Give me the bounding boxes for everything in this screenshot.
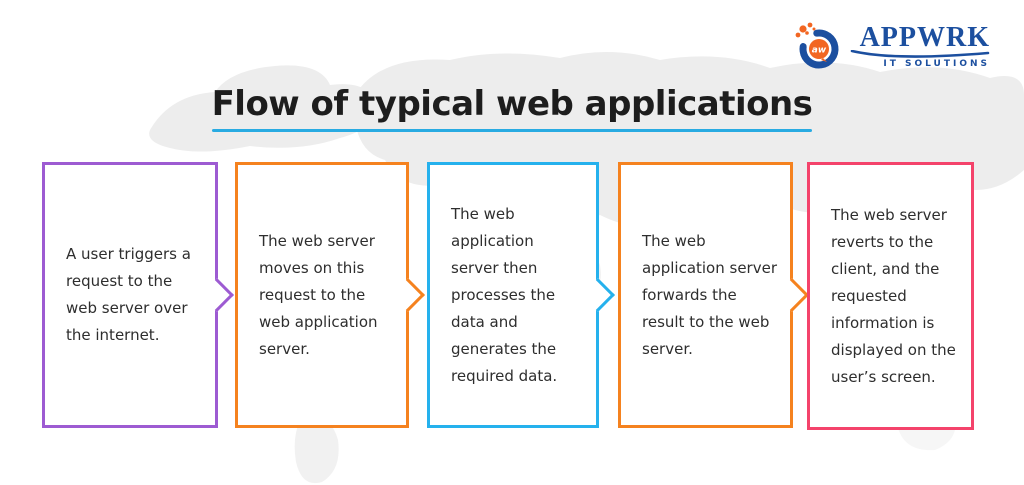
flow-step-2-text: The web server moves on this request to … xyxy=(259,231,378,358)
logo-monogram: aw xyxy=(812,46,827,56)
appwrk-logo-icon: aw xyxy=(795,22,839,69)
appwrk-logo: aw APPWRK IT SOLUTIONS xyxy=(793,20,990,72)
page-title: Flow of typical web applications xyxy=(211,84,813,124)
flow-step-2: The web server moves on this request to … xyxy=(224,162,425,477)
flow-step-1-text: A user triggers a request to the web ser… xyxy=(66,245,191,344)
flow-step-3-text: The web application server then processe… xyxy=(451,204,558,385)
flow-step-3: The web application server then processe… xyxy=(416,162,615,477)
logo-brand-text: APPWRK xyxy=(859,21,990,53)
flow-step-5-text: The web server reverts to the client, an… xyxy=(831,205,956,386)
title-underline xyxy=(211,129,813,132)
flow-step-4-text: The web application server forwards the … xyxy=(642,231,777,358)
flow-step-4: The web application server forwards the … xyxy=(607,162,809,477)
flow-step-5: The web server reverts to the client, an… xyxy=(797,162,984,479)
flow-step-1: A user triggers a request to the web ser… xyxy=(31,162,234,477)
logo-swoosh xyxy=(850,49,990,58)
logo-tagline-text: IT SOLUTIONS xyxy=(883,58,990,69)
